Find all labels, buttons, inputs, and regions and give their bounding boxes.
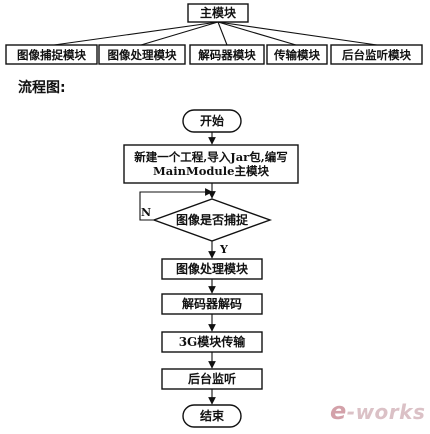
init-step-label: 新建一个工程,导入Jar包,编写 MainModule主模块 bbox=[124, 145, 298, 183]
init-step-shape bbox=[123, 144, 299, 184]
module-box-capture bbox=[5, 44, 98, 65]
step-label-3: 3G模块传输 bbox=[178, 335, 246, 349]
root-module-label: 主模块 bbox=[199, 6, 236, 20]
eworks-logo-e: e bbox=[330, 397, 347, 425]
decision-label: 图像是否捕捉 bbox=[175, 213, 248, 227]
module-box-processing bbox=[98, 44, 186, 65]
start-label: 开始 bbox=[199, 114, 224, 128]
end-terminal-shape bbox=[182, 404, 242, 428]
flow-arrows bbox=[139, 132, 216, 405]
module-label-monitor: 后台监听模块 bbox=[342, 47, 411, 62]
step-label-4: 后台监听 bbox=[187, 372, 236, 386]
eworks-logo-text: -works bbox=[346, 400, 426, 424]
eworks-logo: e-works bbox=[330, 397, 425, 425]
module-label-capture: 图像捕捉模块 bbox=[17, 47, 86, 62]
init-step-line1: 新建一个工程,导入Jar包,编写 bbox=[134, 150, 288, 164]
end-label: 结束 bbox=[199, 409, 224, 423]
module-label-transmission: 传输模块 bbox=[274, 47, 320, 62]
module-box-monitor bbox=[330, 44, 423, 65]
module-box-decoder bbox=[189, 44, 265, 65]
step-label-1: 图像处理模块 bbox=[175, 262, 248, 276]
hierarchy-connectors bbox=[53, 21, 378, 46]
init-step-line2: MainModule主模块 bbox=[153, 164, 269, 178]
module-label-decoder: 解码器模块 bbox=[198, 47, 256, 62]
module-box-transmission bbox=[266, 44, 328, 65]
yes-branch-label: Y bbox=[220, 243, 228, 256]
no-branch-label: N bbox=[141, 206, 152, 219]
step-label-2: 解码器解码 bbox=[181, 297, 242, 311]
module-label-processing: 图像处理模块 bbox=[107, 47, 177, 62]
flowchart-title: 流程图: bbox=[18, 80, 66, 96]
